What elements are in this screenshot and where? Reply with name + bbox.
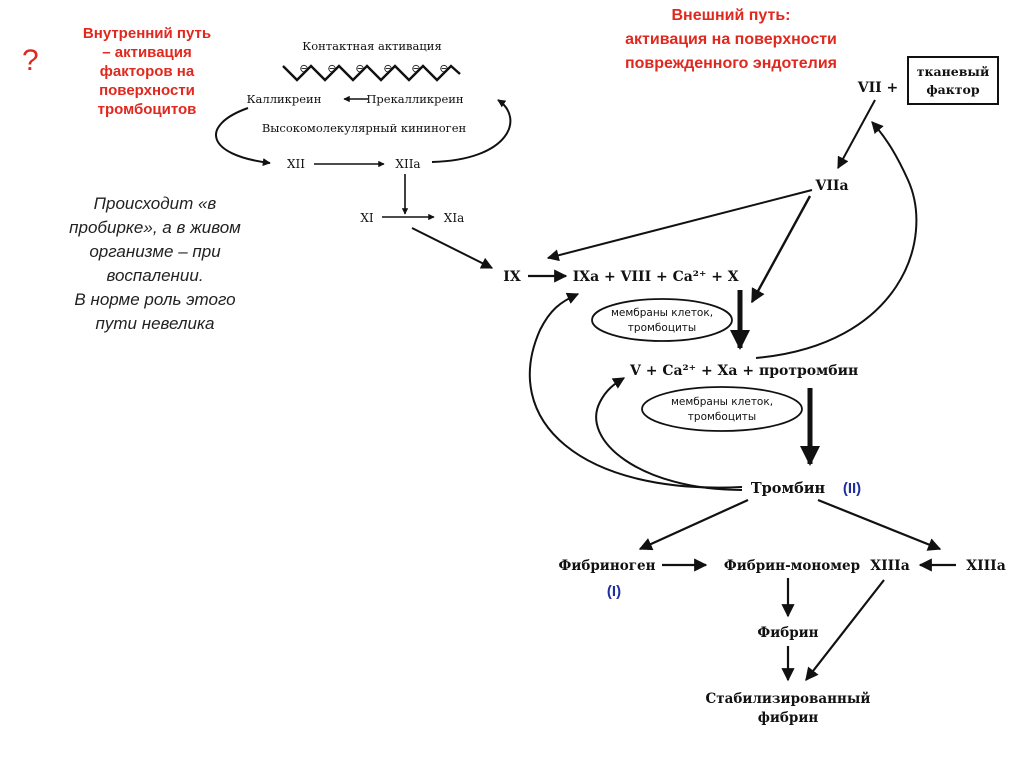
factor-vii: VII + [857, 80, 899, 96]
factor-ix: IX [503, 269, 521, 285]
factor-xia: XIa [444, 211, 464, 225]
membranes-ellipse-2 [641, 386, 803, 432]
fibrinogen-roman: (I) [607, 583, 621, 600]
extrinsic-title: Внешний путь: активация на поверхности п… [566, 4, 896, 76]
fibrin-label: Фибрин [757, 625, 818, 641]
arrow-xiiia-to-stabilized [805, 579, 885, 682]
membranes-label-1: тромбоциты [628, 322, 696, 334]
stabilized-fibrin-label: фибрин [758, 710, 819, 726]
membranes-label-2: мембраны клеток, [671, 396, 773, 408]
tenase-complex: + VIII + Ca²⁺ + X [604, 269, 739, 285]
note-line: В норме роль этого [74, 290, 236, 309]
zigzag-surface [282, 64, 461, 82]
arrow-thrombin-to-fibrinogen [638, 498, 749, 551]
fibrin-monomer-label: Фибрин-мономер [724, 558, 860, 574]
note-line: Происходит «в [93, 194, 217, 213]
note-line: воспалении. [106, 266, 204, 285]
prothrombinase-complex: V + Ca²⁺ + Xa + протромбин [629, 363, 858, 379]
membranes-label-1: мембраны клеток, [611, 307, 713, 319]
arrow-thrombin-to-xiiia [817, 498, 942, 551]
minus-sign: ⊖ [355, 62, 364, 75]
intrinsic-title-line: тромбоцитов [97, 101, 197, 118]
minus-sign: ⊖ [411, 62, 420, 75]
intrinsic-title-line: – активация [102, 44, 192, 61]
fibrinogen-label: Фибриноген [559, 558, 656, 574]
tissue-factor-label: фактор [926, 82, 979, 97]
arrow-kallikrein-loop [215, 107, 271, 167]
minus-sign: ⊖ [383, 62, 392, 75]
thrombin-label: Тромбин [751, 480, 826, 497]
arrow-viia-to-xa [750, 195, 812, 304]
contact-activation-label: Контактная активация [302, 39, 441, 53]
note-line: организме – при [89, 242, 221, 261]
hmw-kininogen-label: Высокомолекулярный кининоген [262, 121, 467, 135]
arrow-vii-to-viia [837, 99, 876, 170]
kallikrein-label: Калликреин [247, 92, 322, 106]
extrinsic-title-line: активация на поверхности [625, 31, 837, 48]
membranes-label-2: тромбоциты [688, 411, 756, 423]
thrombin-roman: (II) [843, 480, 861, 497]
intrinsic-title-line: поверхности [99, 82, 195, 99]
note-line: пути невелика [95, 314, 215, 333]
note-line: пробирке», а в живом [69, 218, 241, 237]
question-mark: ? [22, 44, 39, 77]
factor-ixa: IXa [573, 269, 599, 285]
factor-xiiia-2: XIIIa [966, 558, 1006, 574]
minus-sign: ⊖ [439, 62, 448, 75]
tissue-factor-label: тканевый [917, 64, 989, 79]
factor-viia: VIIa [814, 178, 848, 194]
extrinsic-title-line: поврежденного эндотелия [624, 55, 837, 72]
note-text: Происходит «в пробирке», а в живом орган… [30, 192, 280, 336]
stabilized-fibrin-label: Стабилизированный [706, 691, 871, 707]
factor-xiiia-1: XIIIa [870, 558, 910, 574]
intrinsic-title-line: факторов на [99, 63, 195, 80]
membranes-ellipse-1 [591, 298, 733, 342]
intrinsic-title-line: Внутренний путь [82, 25, 212, 42]
factor-xii: XII [287, 157, 305, 171]
arrow-xiia-loop [431, 99, 512, 163]
prekallikrein-label: Прекалликреин [366, 92, 464, 106]
feedback-thrombin-to-viii [528, 292, 743, 489]
extrinsic-title-line: Внешний путь: [671, 7, 791, 24]
arrow-viia-to-ixa [546, 189, 813, 262]
tissue-factor-box [907, 56, 999, 105]
feedback-prothrombinase-to-vii [755, 121, 918, 359]
minus-sign: ⊖ [299, 62, 308, 75]
arrow-xia-to-ix [411, 227, 494, 269]
factor-xi: XI [360, 211, 374, 225]
intrinsic-title: Внутренний путь – активация факторов на … [62, 24, 232, 119]
factor-xiia: XIIa [395, 157, 420, 171]
feedback-thrombin-to-v [595, 377, 743, 491]
minus-sign: ⊖ [327, 62, 336, 75]
